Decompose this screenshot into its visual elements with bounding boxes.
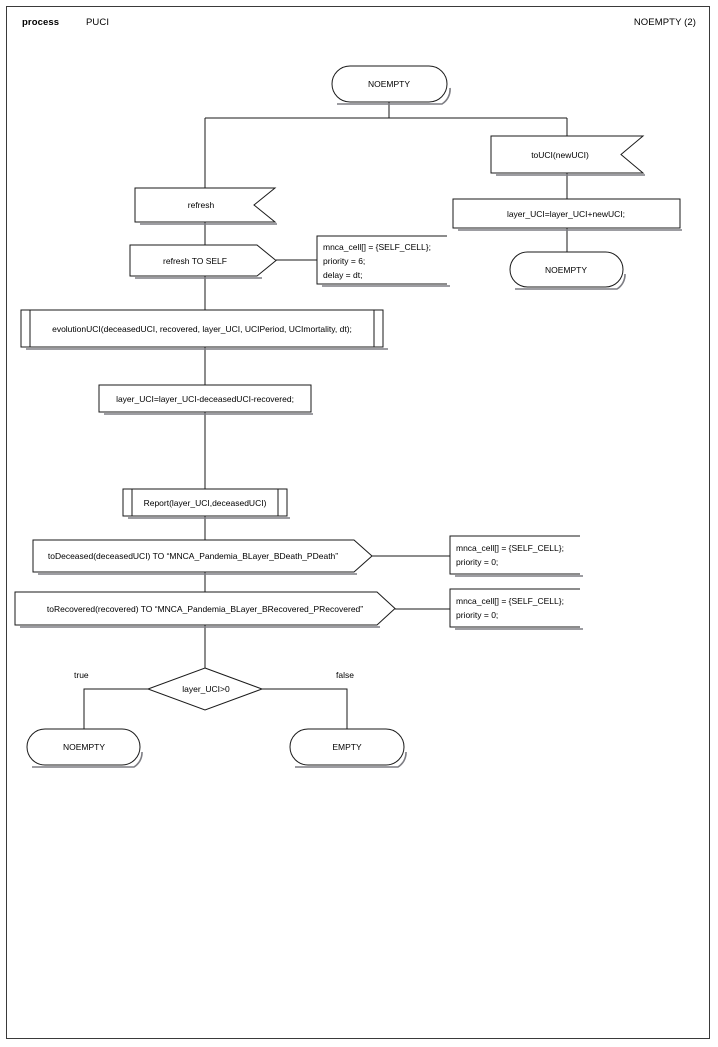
- comment-torecovered-line-2: priority = 0;: [456, 610, 498, 620]
- comment-refresh-line-2: priority = 6;: [323, 256, 365, 266]
- branch-label-true: true: [74, 670, 89, 680]
- input-touci-label: toUCI(newUCI): [531, 150, 589, 160]
- procedure-call-evolutionuci-label: evolutionUCI(deceasedUCI, recovered, lay…: [52, 324, 352, 334]
- procedure-call-evolutionuci[interactable]: evolutionUCI(deceasedUCI, recovered, lay…: [20, 309, 388, 350]
- comment-refresh: mnca_cell[] = {SELF_CELL}; priority = 6;…: [316, 235, 450, 287]
- output-torecovered[interactable]: toRecovered(recovered) TO “MNCA_Pandemia…: [14, 591, 396, 628]
- output-todeceased-label: toDeceased(deceasedUCI) TO “MNCA_Pandemi…: [48, 551, 338, 561]
- output-todeceased[interactable]: toDeceased(deceasedUCI) TO “MNCA_Pandemi…: [32, 539, 373, 575]
- state-empty-end[interactable]: EMPTY: [289, 728, 407, 768]
- input-refresh[interactable]: refresh: [134, 187, 277, 225]
- comment-refresh-line-1: mnca_cell[] = {SELF_CELL};: [323, 242, 431, 252]
- output-refresh-to-self[interactable]: refresh TO SELF: [129, 244, 277, 279]
- output-torecovered-label: toRecovered(recovered) TO “MNCA_Pandemia…: [47, 604, 363, 614]
- state-noempty-start[interactable]: NOEMPTY: [331, 65, 451, 105]
- task-add-newuci-label: layer_UCI=layer_UCI+newUCI;: [507, 209, 625, 219]
- comment-torecovered: mnca_cell[] = {SELF_CELL}; priority = 0;: [449, 588, 583, 630]
- state-empty-end-label: EMPTY: [332, 742, 362, 752]
- procedure-call-report[interactable]: Report(layer_UCI,deceasedUCI): [122, 488, 290, 519]
- task-add-newuci[interactable]: layer_UCI=layer_UCI+newUCI;: [452, 198, 682, 231]
- state-noempty-end-label: NOEMPTY: [63, 742, 105, 752]
- input-refresh-label: refresh: [188, 200, 215, 210]
- decision-layer-uci[interactable]: layer_UCI>0: [146, 667, 264, 711]
- state-noempty-right[interactable]: NOEMPTY: [509, 251, 626, 290]
- header-page-ref: NOEMPTY (2): [633, 17, 696, 28]
- procedure-call-report-label: Report(layer_UCI,deceasedUCI): [144, 498, 267, 508]
- task-subtract[interactable]: layer_UCI=layer_UCI-deceasedUCI-recovere…: [98, 384, 313, 415]
- header-process-name: PUCI: [86, 17, 110, 28]
- comment-todeceased-line-2: priority = 0;: [456, 557, 498, 567]
- comment-todeceased-line-1: mnca_cell[] = {SELF_CELL};: [456, 543, 564, 553]
- state-noempty-end[interactable]: NOEMPTY: [26, 728, 143, 768]
- task-subtract-label: layer_UCI=layer_UCI-deceasedUCI-recovere…: [116, 394, 294, 404]
- header-kind-label: process: [22, 17, 60, 28]
- output-refresh-to-self-label: refresh TO SELF: [163, 256, 227, 266]
- branch-label-false: false: [336, 670, 354, 680]
- decision-layer-uci-label: layer_UCI>0: [182, 684, 230, 694]
- comment-refresh-line-3: delay = dt;: [323, 270, 362, 280]
- state-noempty-start-label: NOEMPTY: [368, 79, 410, 89]
- state-noempty-right-label: NOEMPTY: [545, 265, 587, 275]
- comment-torecovered-line-1: mnca_cell[] = {SELF_CELL};: [456, 596, 564, 606]
- input-touci[interactable]: toUCI(newUCI): [490, 135, 645, 176]
- page-border: [6, 6, 710, 1039]
- comment-todeceased: mnca_cell[] = {SELF_CELL}; priority = 0;: [449, 535, 583, 577]
- flow-connectors: [83, 102, 568, 729]
